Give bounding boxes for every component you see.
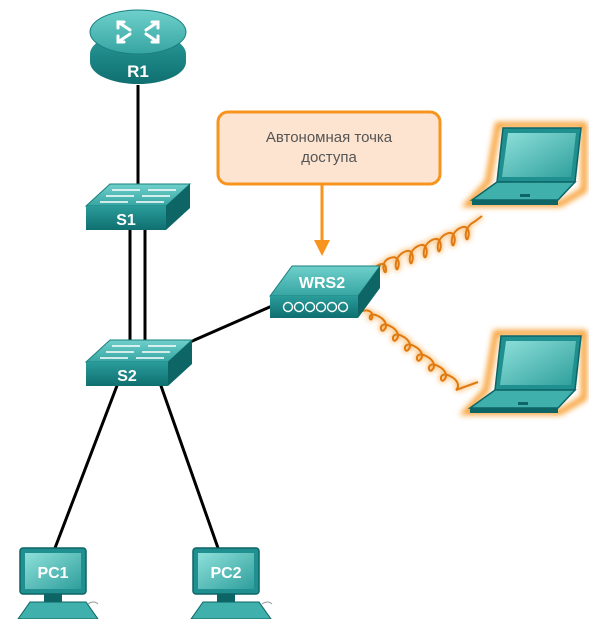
router-arrows-icon	[116, 20, 160, 44]
antenna-wave-icon	[282, 301, 349, 313]
pc2-label: PC2	[210, 565, 241, 582]
mouse-icon	[261, 601, 273, 605]
wireless-router-wrs2[interactable]: WRS2	[269, 265, 381, 318]
callout-line-1: Автономная точка	[266, 129, 393, 146]
router-r1[interactable]: R1	[89, 9, 187, 84]
switch-s2[interactable]: S2	[84, 339, 194, 386]
callout-arrow-head	[314, 240, 330, 256]
switch-arrows-icon	[100, 345, 176, 359]
callout-line-2: доступа	[301, 149, 357, 166]
switch-arrows-icon	[100, 189, 176, 203]
wireless-coil-bottom-line	[359, 309, 479, 391]
wrs2-label: WRS2	[299, 275, 345, 292]
router-label: R1	[127, 62, 149, 81]
link-s2-pc2	[158, 382, 220, 549]
callout-box: Автономная точка доступа	[216, 110, 442, 256]
laptop-top[interactable]	[461, 122, 587, 207]
pc-pc1[interactable]: PC1	[17, 547, 99, 619]
wireless-coil-top-line	[371, 215, 483, 274]
switch-s1-label: S1	[116, 212, 136, 229]
wireless-links	[359, 214, 484, 392]
switch-s2-label: S2	[117, 368, 137, 385]
mouse-icon	[87, 601, 99, 605]
pc-pc2[interactable]: PC2	[190, 547, 273, 619]
link-s2-pc1	[53, 382, 120, 549]
laptop-bottom[interactable]	[459, 330, 587, 415]
switch-s1[interactable]: S1	[84, 183, 192, 230]
pc1-label: PC1	[37, 565, 68, 582]
link-s2-wrs2	[189, 304, 273, 344]
links	[53, 85, 273, 549]
